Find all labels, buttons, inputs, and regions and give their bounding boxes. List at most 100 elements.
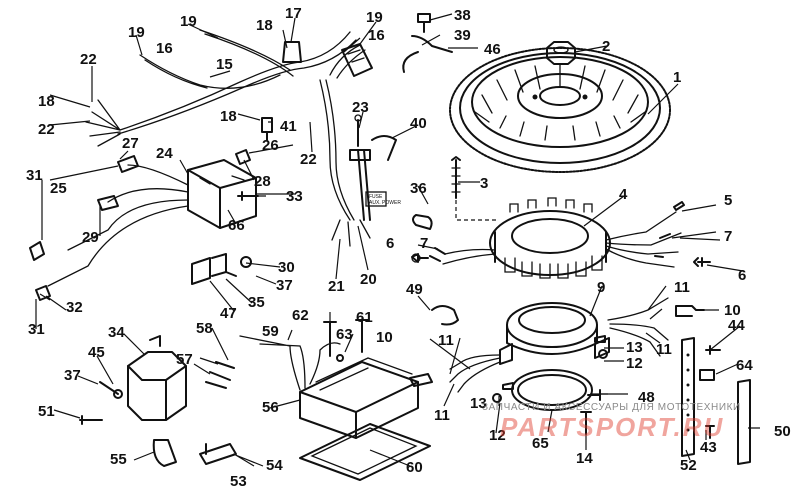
screw-left[interactable] xyxy=(411,253,429,263)
callout-31-top[interactable]: 31 xyxy=(26,167,43,184)
callout-11-d[interactable]: 11 xyxy=(656,341,672,358)
callout-60[interactable]: 60 xyxy=(406,459,423,476)
callout-54[interactable]: 54 xyxy=(266,457,283,474)
callout-61[interactable]: 61 xyxy=(356,309,373,326)
callout-21[interactable]: 21 xyxy=(328,278,345,295)
callout-10-left[interactable]: 10 xyxy=(376,329,393,346)
callout-9[interactable]: 9 xyxy=(597,279,605,296)
callout-45[interactable]: 45 xyxy=(88,344,105,361)
callout-57[interactable]: 57 xyxy=(176,351,193,368)
callout-38[interactable]: 38 xyxy=(454,7,471,24)
callout-1[interactable]: 1 xyxy=(673,69,681,86)
flywheel[interactable] xyxy=(449,47,671,173)
sensor-left[interactable] xyxy=(409,373,433,387)
callout-35[interactable]: 35 xyxy=(248,294,265,311)
plug-cap-31[interactable] xyxy=(29,241,45,261)
callout-51[interactable]: 51 xyxy=(38,403,55,420)
flywheel-nut[interactable] xyxy=(546,41,576,65)
callout-36[interactable]: 36 xyxy=(410,180,427,197)
callout-66[interactable]: 66 xyxy=(228,217,245,234)
callout-48[interactable]: 48 xyxy=(638,389,655,406)
main-connector[interactable] xyxy=(341,43,373,77)
callout-40[interactable]: 40 xyxy=(410,115,427,132)
callout-26[interactable]: 26 xyxy=(262,137,279,154)
washer-45[interactable] xyxy=(113,389,123,399)
callout-14[interactable]: 14 xyxy=(576,450,593,467)
callout-19-c[interactable]: 19 xyxy=(366,9,383,26)
terminal-boots-57[interactable] xyxy=(205,361,235,389)
pack-screw-62[interactable] xyxy=(323,321,337,357)
callout-31-bottom[interactable]: 31 xyxy=(28,321,45,338)
callout-11-a[interactable]: 11 xyxy=(438,332,454,349)
pack-washer-63[interactable] xyxy=(336,354,344,362)
bracket-39[interactable] xyxy=(402,35,453,73)
boot-29[interactable] xyxy=(97,195,119,211)
callout-39[interactable]: 39 xyxy=(454,27,471,44)
callout-37-right[interactable]: 37 xyxy=(276,277,293,294)
wire-clip[interactable] xyxy=(412,214,433,230)
callout-32[interactable]: 32 xyxy=(66,299,83,316)
screw-30[interactable] xyxy=(240,256,252,268)
clip-64[interactable] xyxy=(699,369,715,381)
callout-5[interactable]: 5 xyxy=(724,192,732,209)
timer-bracket[interactable] xyxy=(431,305,459,326)
callout-63[interactable]: 63 xyxy=(336,326,353,343)
callout-65[interactable]: 65 xyxy=(532,435,549,452)
callout-53[interactable]: 53 xyxy=(230,473,247,490)
screw-37[interactable] xyxy=(99,381,119,395)
boot-27[interactable] xyxy=(117,155,139,173)
callout-52[interactable]: 52 xyxy=(680,457,697,474)
screw-13a[interactable] xyxy=(594,335,606,343)
callout-2[interactable]: 2 xyxy=(602,38,610,55)
callout-15[interactable]: 15 xyxy=(216,56,233,73)
fuse-holder[interactable] xyxy=(349,149,371,221)
callout-22-left[interactable]: 22 xyxy=(38,121,55,138)
callout-50[interactable]: 50 xyxy=(774,423,791,440)
callout-24[interactable]: 24 xyxy=(156,145,173,162)
rectifier[interactable] xyxy=(187,159,257,229)
bracket-47[interactable] xyxy=(191,253,227,285)
callout-62[interactable]: 62 xyxy=(292,307,309,324)
callout-47[interactable]: 47 xyxy=(220,305,237,322)
screw-14[interactable] xyxy=(580,411,592,435)
callout-13-right[interactable]: 13 xyxy=(626,339,643,356)
screw-48[interactable] xyxy=(587,389,601,401)
callout-22-top[interactable]: 22 xyxy=(80,51,97,68)
clip-40[interactable] xyxy=(371,135,397,161)
callout-49[interactable]: 49 xyxy=(406,281,423,298)
screw-43[interactable] xyxy=(705,425,715,439)
mounting-strip[interactable] xyxy=(681,337,695,457)
timer-base[interactable] xyxy=(499,302,610,365)
screw-51[interactable] xyxy=(79,415,103,425)
callout-56[interactable]: 56 xyxy=(262,399,279,416)
screw-13b[interactable] xyxy=(502,382,514,390)
callout-3[interactable]: 3 xyxy=(480,175,488,192)
ignition-coil[interactable] xyxy=(127,335,187,421)
callout-12-left[interactable]: 12 xyxy=(489,427,506,444)
callout-33[interactable]: 33 xyxy=(286,188,303,205)
callout-27[interactable]: 27 xyxy=(122,135,139,152)
stator[interactable] xyxy=(489,197,611,279)
callout-6-right[interactable]: 6 xyxy=(738,267,746,284)
callout-37-left[interactable]: 37 xyxy=(64,367,81,384)
plug-cap-32[interactable] xyxy=(35,285,51,301)
callout-18-left[interactable]: 18 xyxy=(38,93,55,110)
callout-28[interactable]: 28 xyxy=(254,173,271,190)
terminal-41[interactable] xyxy=(261,117,273,141)
callout-16-right[interactable]: 16 xyxy=(368,27,385,44)
spark-plug-boot-53[interactable] xyxy=(199,443,237,465)
callout-58[interactable]: 58 xyxy=(196,320,213,337)
sensor-right[interactable] xyxy=(675,305,705,317)
callout-23[interactable]: 23 xyxy=(352,99,369,116)
callout-12-right[interactable]: 12 xyxy=(626,355,643,372)
callout-41[interactable]: 41 xyxy=(280,118,297,135)
callout-25[interactable]: 25 xyxy=(50,180,67,197)
stator-screw[interactable] xyxy=(451,156,496,221)
screw-12a[interactable] xyxy=(598,349,608,359)
callout-18-mid[interactable]: 18 xyxy=(220,108,237,125)
callout-11-c[interactable]: 11 xyxy=(674,279,690,296)
callout-64[interactable]: 64 xyxy=(736,357,753,374)
spark-plug-boot-55[interactable] xyxy=(152,439,177,467)
callout-34[interactable]: 34 xyxy=(108,324,125,341)
screw-right[interactable] xyxy=(693,257,711,267)
